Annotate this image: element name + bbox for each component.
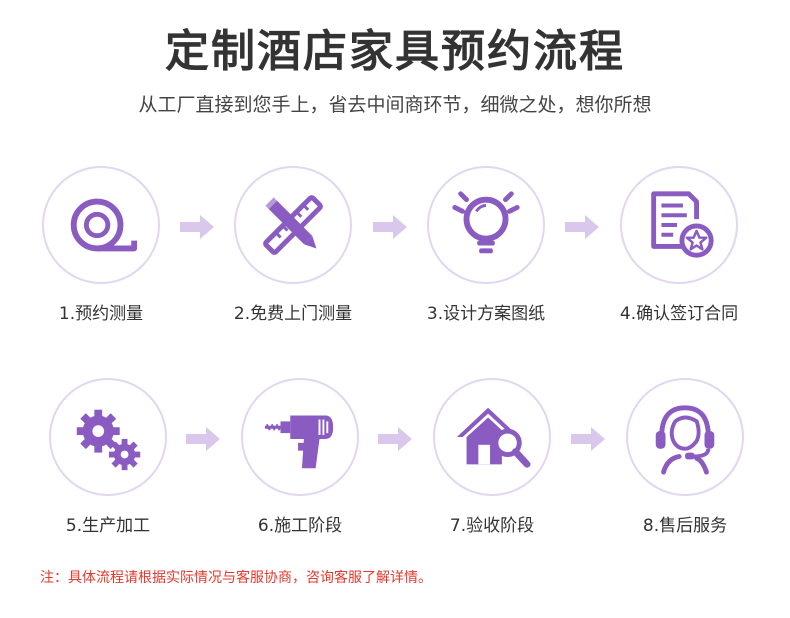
house-magnifier-icon [456,407,531,468]
step-label: 5.生产加工 [65,516,151,536]
step-3: 3.设计方案图纸 [396,166,576,326]
page-subtitle: 从工厂直接到您手上，省去中间商环节，细微之处，想你所想 [138,94,652,116]
step-label: 3.设计方案图纸 [426,304,546,324]
step-4: 4.确认签订合同 [589,166,769,326]
step-7: 7.验收阶段 [402,378,582,538]
step-circle [241,378,359,496]
arrow-right-icon [378,427,412,451]
lightbulb-icon [452,191,520,254]
step-5: 5.生产加工 [18,378,198,538]
step-circle [626,378,744,496]
step-circle [234,166,352,284]
arrow-right-icon [571,427,605,451]
drill-icon [264,415,334,469]
footnote: 注：具体流程请根据实际情况与客服协商，咨询客服了解详情。 [40,570,432,586]
step-1: 1.预约测量 [11,166,191,326]
step-circle [433,378,551,496]
gears-icon [76,409,141,471]
step-label: 2.免费上门测量 [233,304,353,324]
arrow-right-icon [565,215,599,239]
headset-service-icon [655,405,715,475]
step-circle [49,378,167,496]
step-label: 7.验收阶段 [449,516,535,536]
step-6: 6.施工阶段 [210,378,390,538]
contract-document-icon [651,191,714,258]
step-label: 1.预约测量 [58,304,144,324]
arrow-right-icon [180,215,214,239]
step-label: 8.售后服务 [642,516,728,536]
step-8: 8.售后服务 [595,378,775,538]
page-title: 定制酒店家具预约流程 [165,26,625,77]
step-2: 2.免费上门测量 [203,166,383,326]
ruler-pencil-icon [263,195,323,255]
step-circle [42,166,160,284]
arrow-right-icon [186,427,220,451]
measuring-tape-icon [70,198,138,252]
arrow-right-icon [373,215,407,239]
step-label: 6.施工阶段 [257,516,343,536]
step-label: 4.确认签订合同 [619,304,739,324]
step-circle [427,166,545,284]
step-circle [620,166,738,284]
